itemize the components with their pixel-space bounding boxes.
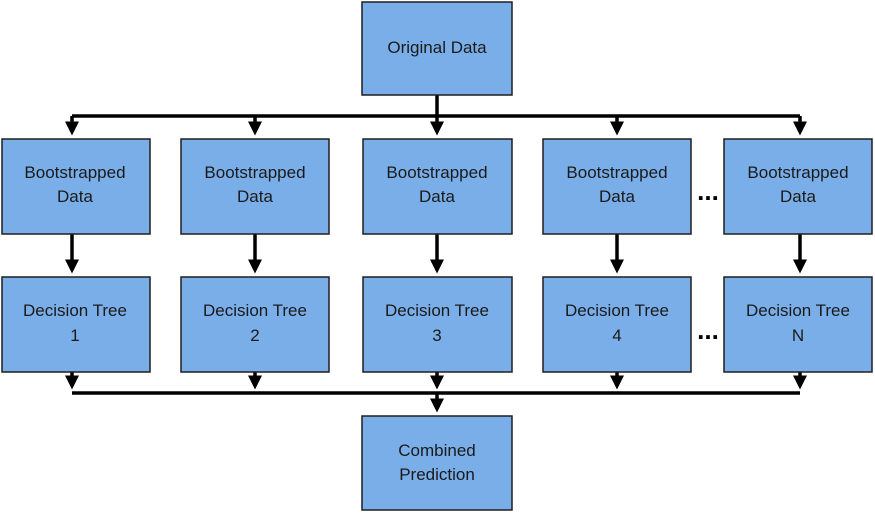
decision-tree-label-line1: Decision Tree: [385, 301, 489, 320]
original-data-node: Original Data: [361, 1, 513, 96]
connectors: [65, 95, 807, 413]
decision-tree-label-line1: Decision Tree: [203, 301, 307, 320]
bootstrapped-label-line2: Data: [599, 187, 635, 206]
bootstrapped-label-line2: Data: [780, 187, 816, 206]
bootstrapped-node-1: Bootstrapped Data: [1, 138, 151, 235]
bootstrapped-node-2: Bootstrapped Data: [180, 138, 330, 235]
combined-prediction-node: Combined Prediction: [361, 415, 513, 511]
decision-tree-node-1: Decision Tree 1: [1, 276, 151, 373]
decision-tree-label-line2: 4: [612, 326, 621, 345]
bootstrapped-label-line1: Bootstrapped: [386, 163, 487, 182]
decision-tree-node-4: Decision Tree 4: [542, 276, 692, 373]
decision-tree-label-line2: 2: [250, 326, 259, 345]
combined-prediction-label-line1: Combined: [398, 441, 476, 460]
bootstrapped-label-line1: Bootstrapped: [747, 163, 848, 182]
decision-tree-ellipsis: ...: [697, 315, 719, 345]
decision-tree-label-line1: Decision Tree: [746, 301, 850, 320]
decision-tree-label-line1: Decision Tree: [23, 301, 127, 320]
decision-tree-node-n: Decision Tree N: [723, 276, 873, 373]
decision-tree-node-2: Decision Tree 2: [180, 276, 330, 373]
bootstrapped-node-n: Bootstrapped Data: [723, 138, 873, 235]
decision-tree-label-line2: N: [792, 326, 804, 345]
decision-tree-node-3: Decision Tree 3: [362, 276, 513, 373]
combined-prediction-label-line2: Prediction: [399, 465, 475, 484]
original-data-label: Original Data: [387, 38, 487, 57]
decision-tree-label-line1: Decision Tree: [565, 301, 669, 320]
bootstrapped-node-4: Bootstrapped Data: [542, 138, 692, 235]
bootstrapped-label-line2: Data: [237, 187, 273, 206]
bootstrapped-label-line1: Bootstrapped: [204, 163, 305, 182]
decision-tree-label-line2: 1: [70, 326, 79, 345]
bootstrapped-label-line2: Data: [57, 187, 93, 206]
bootstrapped-label-line1: Bootstrapped: [566, 163, 667, 182]
bootstrapped-node-3: Bootstrapped Data: [362, 138, 513, 235]
bootstrapped-ellipsis: ...: [697, 176, 719, 206]
bootstrapped-label-line1: Bootstrapped: [24, 163, 125, 182]
bootstrapped-label-line2: Data: [419, 187, 455, 206]
decision-tree-label-line2: 3: [432, 326, 441, 345]
